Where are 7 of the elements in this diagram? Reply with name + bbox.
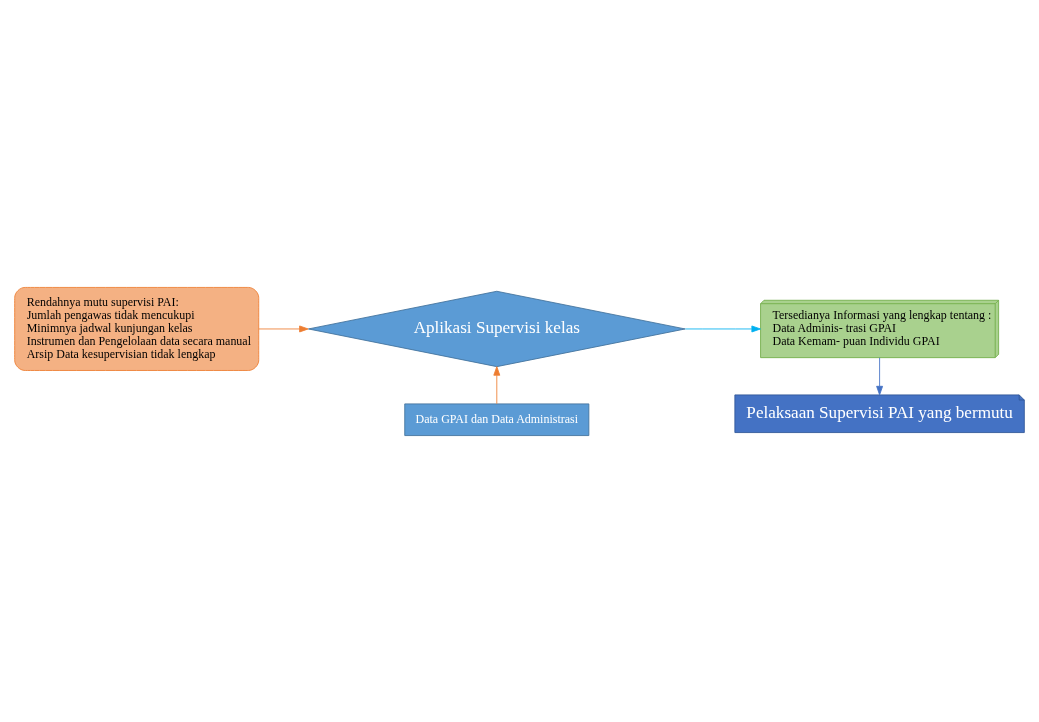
- node-box: Data GPAI dan Data Administrasi: [404, 402, 590, 436]
- arrow: [876, 356, 883, 395]
- node-box: Rendahnya mutu supervisi PAI: Jumlah pengawas tidak mencukupi Minimnya jadwal kunjungan kelas Instrumen dan Pengelolaan data secara manual Arsip Data kesupervisian tidak lengkap: [14, 286, 260, 371]
- arrow: [685, 325, 761, 332]
- arrow: [493, 365, 501, 404]
- arrow: [258, 325, 309, 332]
- node-diamond: Aplikasi Supervisi kelas: [308, 290, 686, 367]
